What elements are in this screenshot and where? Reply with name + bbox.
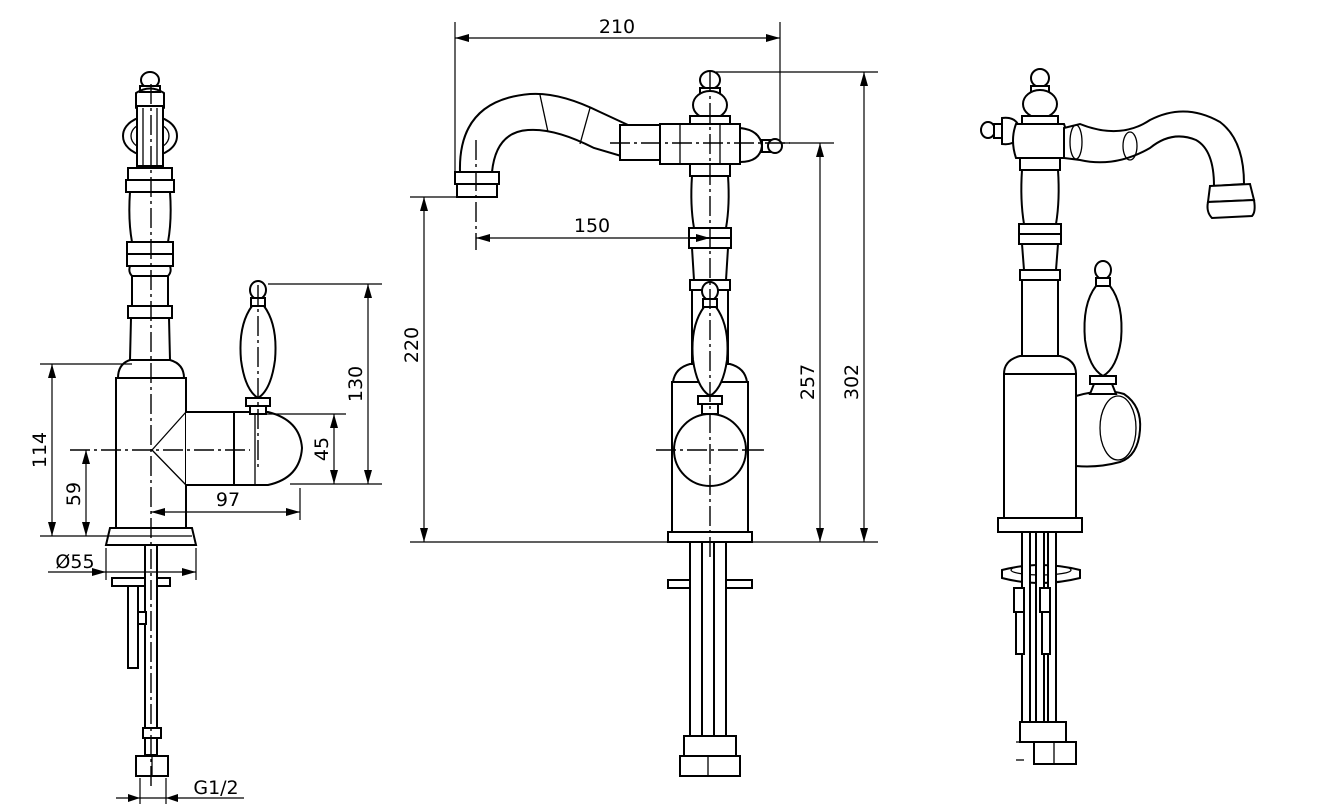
- dim-130: 130: [268, 283, 382, 485]
- dim-45: 45: [260, 413, 346, 484]
- perspective-view: [980, 68, 1256, 765]
- dim-114-label: 114: [29, 432, 51, 468]
- dim-210: 210: [454, 16, 781, 172]
- dim-302: 302: [716, 71, 878, 542]
- dim-55-label: Ø55: [55, 551, 94, 573]
- dim-45-label: 45: [311, 437, 333, 461]
- dim-g12: G1/2: [116, 777, 244, 804]
- dim-130-label: 130: [345, 366, 367, 402]
- front-hub: [659, 70, 783, 165]
- dim-diameter-55: Ø55: [48, 548, 197, 580]
- dim-150: 150: [476, 215, 710, 242]
- dim-220-label: 220: [401, 327, 423, 363]
- side-view: 130 45 114 59: [29, 71, 382, 804]
- persp-body: [997, 355, 1142, 533]
- front-pipes: [667, 541, 753, 777]
- dim-150-label: 150: [574, 215, 610, 237]
- persp-hub: [1012, 68, 1068, 159]
- persp-pipes: [1001, 531, 1081, 765]
- dim-g12-label: G1/2: [193, 777, 238, 799]
- dim-257: 257: [782, 142, 834, 542]
- side-lever-outlet: [151, 411, 304, 486]
- persp-handle: [1083, 260, 1123, 395]
- persp-spout: [1063, 110, 1256, 220]
- persp-column: [1018, 157, 1062, 357]
- front-spout: [454, 92, 661, 198]
- dim-59-label: 59: [63, 482, 85, 506]
- side-top-finial: [122, 71, 178, 167]
- side-column: [125, 167, 175, 361]
- dim-59: 59: [63, 450, 90, 536]
- dim-302-label: 302: [841, 364, 863, 400]
- dim-97-label: 97: [216, 489, 240, 511]
- dim-257-label: 257: [797, 364, 819, 400]
- side-pipes: [111, 544, 171, 777]
- dim-114: 114: [29, 363, 132, 537]
- front-view: 210 150 220 257: [401, 16, 878, 777]
- dim-97: 97: [151, 488, 301, 520]
- dim-220: 220: [401, 196, 878, 543]
- dim-210-label: 210: [599, 16, 635, 38]
